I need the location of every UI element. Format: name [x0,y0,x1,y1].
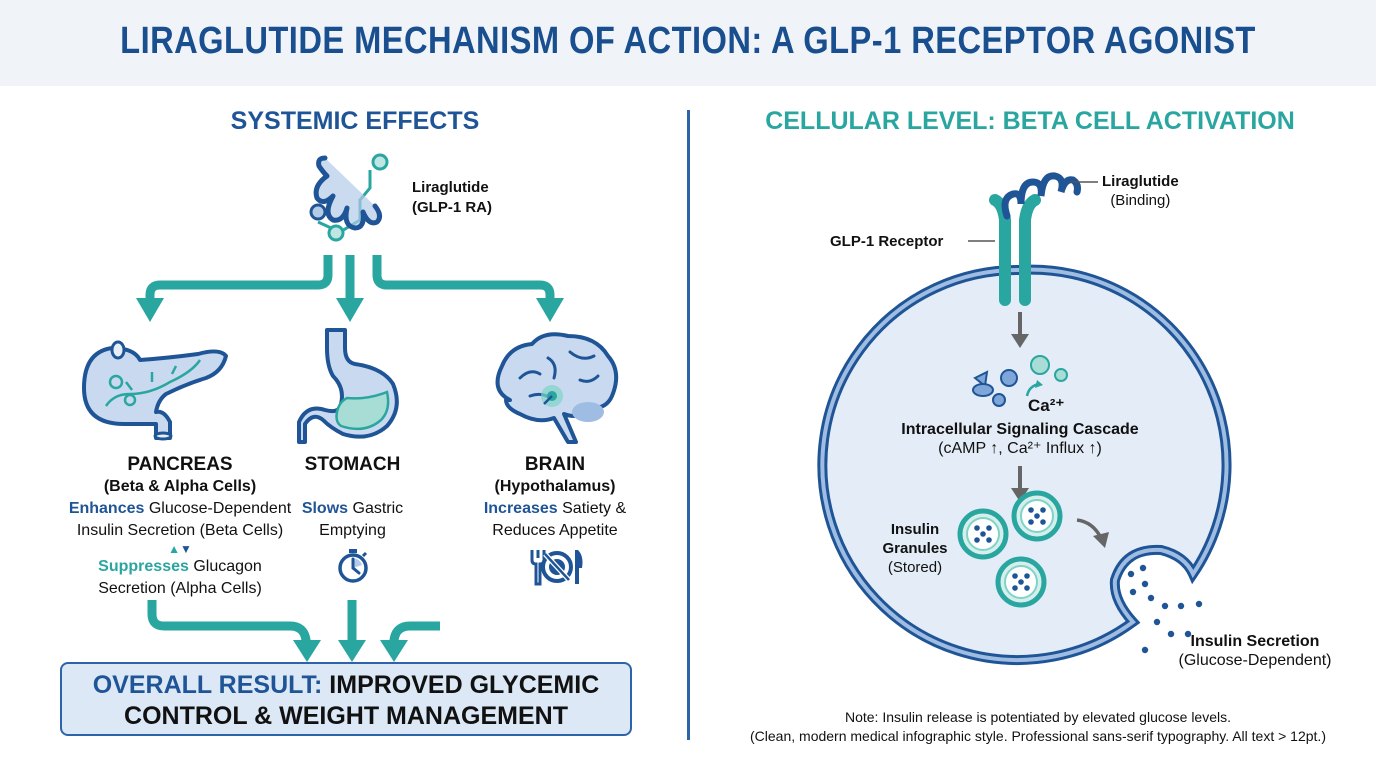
page-title: LIRAGLUTIDE MECHANISM OF ACTION: A GLP-1… [120,20,1256,62]
no-food-icon [530,550,583,586]
brain-text-block: BRAIN (Hypothalamus) Increases Satiety &… [455,454,655,542]
beta-cell-diagram [817,172,1232,665]
cascade-title: Intracellular Signaling Cascade [901,421,1139,438]
liraglutide-label: Liraglutide (GLP-1 RA) [412,178,492,218]
insulin-granules-label: Insulin Granules (Stored) [880,520,950,577]
arrow-from-pancreas [147,600,311,642]
pancreas-effect-1-line2: Insulin Secretion (Beta Cells) [76,522,284,539]
calcium-ion [1030,355,1050,375]
cascade-label: Intracellular Signaling Cascade (cAMP ↑,… [820,420,1220,458]
liraglutide-label-right: Liraglutide [1102,173,1179,190]
secretion-sub: (Glucose-Dependent) [1178,652,1332,669]
secretion-title: Insulin Secretion [1190,633,1320,650]
liraglutide-helix-icon [1001,172,1081,220]
result-line-1: OVERALL RESULT: IMPROVED GLYCEMIC [92,671,600,699]
peptide-molecule-icon [309,153,389,242]
arrow-head-brain [536,298,564,322]
drug-sub: (GLP-1 RA) [412,199,492,216]
signal-molecule [973,370,989,388]
glp1-receptor-label: GLP-1 Receptor [830,233,944,250]
brain-name: BRAIN [524,454,586,475]
brain-sub: (Hypothalamus) [494,478,616,495]
stopwatch-icon [338,549,368,583]
calcium-ion [1054,368,1068,382]
systemic-effects-title: SYSTEMIC EFFECTS [230,107,480,135]
pancreas-sub: (Beta & Alpha Cells) [103,478,257,495]
arrow-head-from-brain [380,640,408,662]
liraglutide-binding-label: Liraglutide (Binding) [1102,172,1179,210]
arrow-head-from-pancreas [293,640,321,662]
pancreas-text-block: PANCREAS (Beta & Alpha Cells) Enhances G… [30,454,330,600]
signal-molecule [1000,369,1018,387]
converge-arrows-bottom [147,600,440,662]
up-down-triangle-icon: ▲▼ [168,542,192,556]
arrow-head-pancreas [136,298,164,322]
cell-membrane-inner [820,267,1229,662]
arrow-to-brain [372,255,555,300]
arrow-from-brain [389,621,440,642]
arrow-receptor-to-cascade [1011,334,1029,348]
pancreas-icon [82,340,228,441]
granules-line-3: (Stored) [887,559,943,576]
section-divider [687,110,690,740]
signal-molecule [972,383,994,397]
stomach-icon [297,328,399,444]
stomach-effect: Slows Gastric [301,500,404,517]
pancreas-name: PANCREAS [127,454,233,475]
arrow-cascade-to-granules [1011,488,1029,502]
brain-icon [495,332,619,444]
binding-sub: (Binding) [1110,192,1171,209]
stomach-effect-line2: Emptying [319,522,386,539]
pancreas-effect-2: Suppresses Glucagon [98,558,262,575]
drug-name: Liraglutide [412,179,489,196]
footnote: Note: Insulin release is potentiated by … [700,708,1376,746]
granules-line-2: Granules [882,540,948,557]
insulin-granule-icon [1011,490,1063,542]
cellular-level-title: CELLULAR LEVEL: BETA CELL ACTIVATION [765,107,1295,135]
brain-effect-line2: Reduces Appetite [492,522,618,539]
overall-result-box: OVERALL RESULT: IMPROVED GLYCEMIC CONTRO… [60,662,632,736]
arrow-to-pancreas [145,255,333,300]
stomach-name: STOMACH [304,454,401,475]
arrow-head-stomach [336,298,364,322]
insulin-granule-icon [995,556,1047,608]
pancreas-effect-1: Enhances Glucose-Dependent [68,500,292,517]
insulin-granule-icon [957,508,1009,560]
header-band [0,0,1376,86]
note-line-1: Note: Insulin release is potentiated by … [844,709,1231,725]
arrow-head-from-stomach [338,640,366,662]
calcium-label: Ca²⁺ [1028,396,1065,415]
result-line-2: CONTROL & WEIGHT MANAGEMENT [124,702,568,730]
secreted-insulin-dots [1127,564,1203,654]
brain-effect: Increases Satiety & [483,500,627,517]
insulin-secretion-label: Insulin Secretion (Glucose-Dependent) [1170,632,1340,670]
note-line-2: (Clean, modern medical infographic style… [750,728,1326,744]
branch-arrows-top [136,255,564,322]
granules-line-1: Insulin [890,521,940,538]
signal-molecule [992,393,1006,407]
stomach-text-block: STOMACH Slows Gastric Emptying [250,454,455,542]
cascade-sub: (cAMP ↑, Ca²⁺ Influx ↑) [938,440,1102,457]
pancreas-effect-2-line2: Secretion (Alpha Cells) [98,580,262,597]
